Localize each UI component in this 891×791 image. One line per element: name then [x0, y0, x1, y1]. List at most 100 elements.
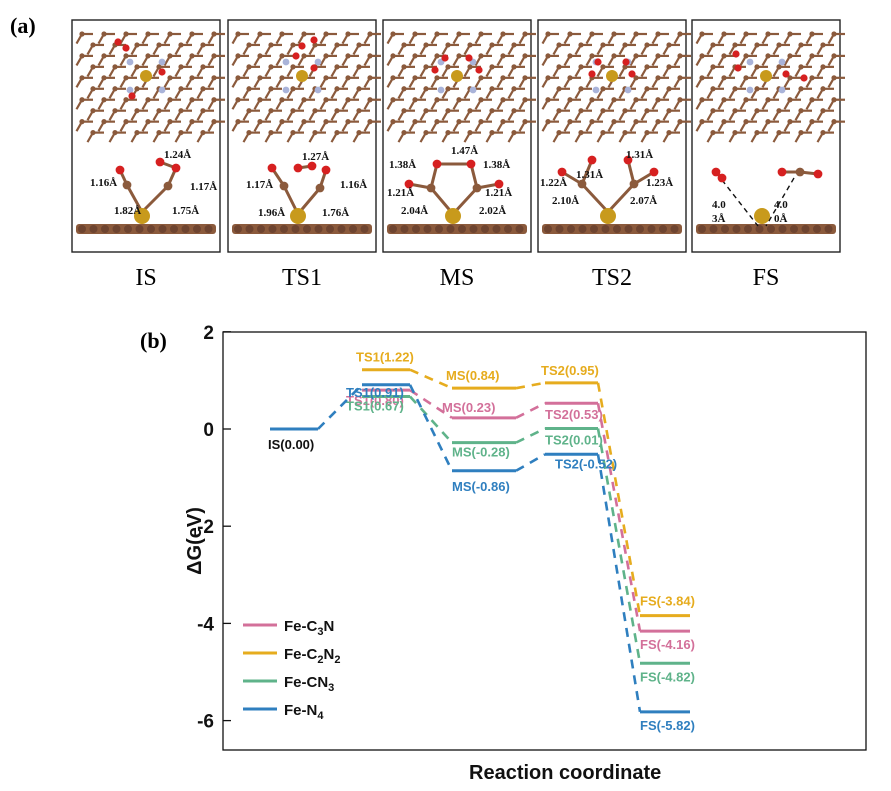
- nitrogen-atom: [746, 58, 754, 66]
- transition-connector: [409, 395, 453, 444]
- oxygen-atom: [628, 70, 636, 78]
- oxygen-atom: [310, 64, 318, 72]
- oxygen-atom: [813, 169, 823, 179]
- level-value-label: MS(0.23): [442, 400, 495, 415]
- bond-distance-label: 1.16Å: [340, 179, 367, 191]
- oxygen-atom: [588, 70, 596, 78]
- legend-entry: Fe-N4: [284, 702, 324, 722]
- iron-atom: [296, 70, 308, 82]
- transition-connector: [596, 403, 642, 632]
- level-value-label: IS(0.00): [268, 437, 314, 452]
- bond-distance-label: 2.04Å: [401, 205, 428, 217]
- state-label-ts1: TS1: [282, 265, 322, 291]
- oxygen-atom: [557, 167, 567, 177]
- iron-atom: [606, 70, 618, 82]
- bond-distance-label: 0Å: [774, 213, 788, 225]
- bond-distance-label: 1.23Å: [646, 177, 673, 189]
- level-value-label: MS(-0.86): [452, 479, 510, 494]
- bond-distance-label: 2.07Å: [630, 195, 657, 207]
- series-fe-c3n: TS1(0.80)MS(0.23)TS2(0.53)FS(-4.16): [346, 388, 695, 652]
- series-fe-c2n2: TS1(1.22)MS(0.84)TS2(0.95)FS(-3.84): [356, 350, 695, 618]
- bond-distance-label: 1.75Å: [172, 205, 199, 217]
- nitrogen-atom: [314, 86, 322, 94]
- nitrogen-atom: [778, 86, 786, 94]
- series-fe-n4: IS(0.00)TS1(0.91)MS(-0.86)TS2(-0.52)FS(-…: [268, 383, 695, 733]
- carbon-atom: [472, 183, 482, 193]
- y-axis-ticks: 20-2-4-6: [197, 323, 231, 733]
- bond-distance-label: 1.38Å: [483, 159, 510, 171]
- level-value-label: TS1(1.22): [356, 350, 414, 365]
- state-label-is: IS: [135, 265, 156, 291]
- bond-distance-label: 1.96Å: [258, 207, 285, 219]
- iron-atom-side: [445, 208, 461, 224]
- iron-atom-side: [600, 208, 616, 224]
- state-label-ts2: TS2: [592, 265, 632, 291]
- transition-connector: [408, 384, 454, 472]
- series-fe-cn3: TS1(0.67)MS(-0.28)TS2(0.01)FS(-4.82): [346, 394, 695, 684]
- state-label-ms: MS: [440, 265, 475, 291]
- bond-distance-label: 4.0: [712, 199, 726, 211]
- oxygen-atom: [777, 167, 787, 177]
- transition-connector: [317, 383, 363, 430]
- graphene-lattice-top-view: [541, 31, 691, 143]
- y-tick-label: 2: [203, 323, 214, 344]
- iron-atom: [451, 70, 463, 82]
- transition-connector: [515, 381, 546, 390]
- level-value-label: FS(-5.82): [640, 718, 695, 733]
- oxygen-atom: [441, 54, 449, 62]
- bond-distance-label: 4.0: [774, 199, 788, 211]
- nitrogen-atom: [437, 86, 445, 94]
- y-tick-label: -2: [197, 517, 214, 538]
- legend-entry: Fe-C3N: [284, 618, 334, 638]
- oxygen-atom: [310, 36, 318, 44]
- oxygen-atom: [587, 155, 597, 165]
- iron-atom: [760, 70, 772, 82]
- plot-frame: [222, 331, 867, 751]
- bond-distance-label: 1.47Å: [451, 145, 478, 157]
- oxygen-atom: [404, 179, 414, 189]
- panel-b-letter: (b): [140, 328, 167, 353]
- bond-distance-label: 1.76Å: [322, 207, 349, 219]
- bond-distance-label: 1.24Å: [164, 149, 191, 161]
- state-label-fs: FS: [753, 265, 780, 291]
- legend-entry: Fe-CN3: [284, 674, 334, 694]
- oxygen-atom: [466, 159, 476, 169]
- transition-connector: [596, 428, 642, 664]
- oxygen-atom: [594, 58, 602, 66]
- iron-atom: [140, 70, 152, 82]
- carbon-atom: [629, 179, 639, 189]
- graphene-lattice-top-view: [386, 31, 536, 143]
- oxygen-atom: [432, 159, 442, 169]
- transition-connector: [515, 427, 546, 444]
- level-value-label: FS(-4.82): [640, 669, 695, 684]
- transition-connector: [515, 453, 546, 472]
- oxygen-atom: [122, 44, 130, 52]
- level-value-label: FS(-3.84): [640, 594, 695, 609]
- oxygen-atom: [782, 70, 790, 78]
- transition-connector: [596, 454, 642, 713]
- substrate-side-view: [232, 224, 372, 234]
- carbon-atom: [315, 183, 325, 193]
- oxygen-atom: [298, 42, 306, 50]
- energy-levels: TS1(0.80)MS(0.23)TS2(0.53)FS(-4.16)TS1(1…: [268, 350, 695, 733]
- nitrogen-atom: [126, 86, 134, 94]
- oxygen-atom: [293, 163, 303, 173]
- oxygen-atom: [115, 165, 125, 175]
- y-tick-label: -6: [197, 712, 214, 733]
- level-value-label: FS(-4.16): [640, 637, 695, 652]
- bond-distance-label: 1.31Å: [626, 149, 653, 161]
- bond-distance-label: 2.10Å: [552, 195, 579, 207]
- y-tick-label: -4: [197, 614, 214, 635]
- nitrogen-atom: [778, 58, 786, 66]
- x-axis-label: Reaction coordinate: [469, 762, 661, 784]
- oxygen-atom: [431, 66, 439, 74]
- nitrogen-atom: [158, 86, 166, 94]
- nitrogen-atom: [592, 86, 600, 94]
- transition-connector: [515, 402, 546, 419]
- transition-connector: [409, 368, 453, 390]
- carbon-atom: [577, 179, 587, 189]
- graphene-lattice-top-view: [75, 31, 225, 143]
- carbon-atom: [795, 167, 805, 177]
- bond-distance-label: 1.17Å: [190, 181, 217, 193]
